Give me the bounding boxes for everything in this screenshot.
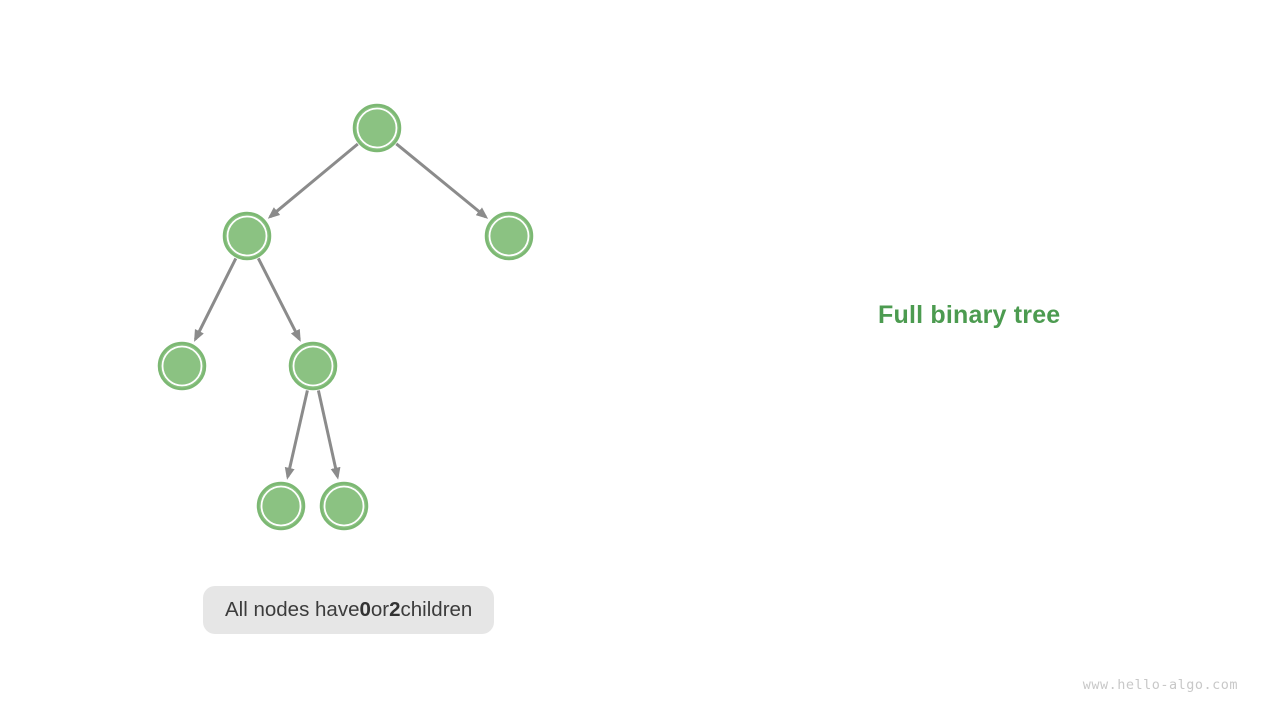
tree-node bbox=[288, 341, 338, 391]
tree-node bbox=[222, 211, 272, 261]
caption-bold-zero: 0 bbox=[359, 598, 371, 621]
tree-node bbox=[484, 211, 534, 261]
tree-edge bbox=[256, 257, 301, 342]
tree-node bbox=[157, 341, 207, 391]
caption-pill: All nodes have 0 or 2 children bbox=[203, 586, 495, 634]
caption-text-prefix: All nodes have bbox=[225, 598, 360, 621]
tree-node bbox=[352, 103, 402, 153]
tree-edge bbox=[194, 257, 238, 342]
diagram-title: Full binary tree bbox=[878, 301, 1061, 329]
watermark: www.hello-algo.com bbox=[1082, 677, 1238, 693]
caption-text-middle: or bbox=[370, 598, 390, 621]
tree-edge bbox=[395, 142, 489, 219]
caption-bold-two: 2 bbox=[389, 598, 401, 621]
caption-text-suffix: children bbox=[400, 598, 473, 621]
tree-node bbox=[256, 481, 306, 531]
tree-edge bbox=[316, 390, 341, 480]
tree-node bbox=[319, 481, 369, 531]
tree-edge bbox=[267, 142, 359, 219]
tree-edge bbox=[284, 390, 309, 480]
